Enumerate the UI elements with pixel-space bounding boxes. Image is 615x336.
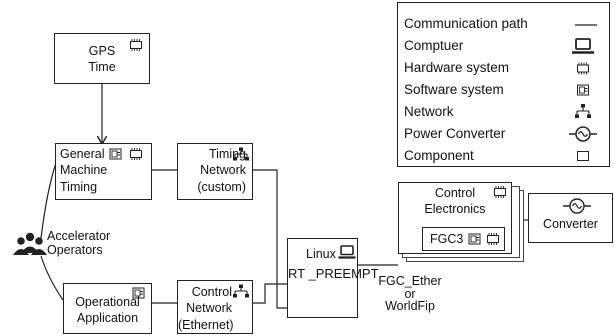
- communication-path-line: [575, 24, 597, 26]
- rt-preempt-label: RT _PREEMPT: [288, 266, 379, 281]
- software-icon: [132, 287, 145, 299]
- fgc3-label: FGC3: [430, 232, 464, 246]
- legend-row-software: Software system: [404, 80, 603, 100]
- power-converter-icon: [569, 126, 597, 142]
- legend: Communication path Comptuer Hardware sys…: [397, 2, 610, 167]
- control-electronics-node: Control Electronics FGC3: [398, 182, 512, 254]
- control-network-node: Control Network (Ethernet): [177, 280, 253, 334]
- network-icon: [575, 104, 591, 118]
- hardware-chip-icon: [130, 39, 142, 51]
- software-icon: [109, 148, 122, 160]
- general-machine-timing-node: General Machine Timing: [55, 143, 152, 200]
- converter-node: Converter: [528, 193, 613, 243]
- timing-network-to-linux-line: [253, 169, 287, 309]
- gps-time-node: GPS Time: [54, 33, 150, 84]
- timing-network-node: Timing Network (custom): [177, 143, 253, 200]
- legend-label: Network: [404, 104, 454, 119]
- control-network-label: Control Network (Ethernet): [178, 285, 234, 332]
- operators-branch-lines: [40, 162, 64, 301]
- software-icon: [577, 84, 589, 96]
- hardware-chip-icon: [487, 233, 499, 245]
- linux-computer-node: Linux RT _PREEMPT: [287, 238, 379, 318]
- computer-icon: [338, 245, 356, 259]
- legend-row-component: Component: [404, 146, 603, 166]
- control-electronics-label: Control Electronics: [424, 186, 486, 217]
- accelerator-operators-icon: [13, 232, 47, 255]
- network-icon: [233, 284, 249, 298]
- fgc3-component: FGC3: [422, 227, 505, 251]
- power-converter-icon: [563, 198, 591, 214]
- component-box-icon: [577, 151, 589, 161]
- legend-row-computer: Comptuer: [404, 36, 603, 56]
- hardware-chip-icon: [577, 62, 589, 75]
- legend-row-network: Network: [404, 102, 603, 122]
- linux-label: Linux: [306, 247, 336, 261]
- legend-label: Hardware system: [404, 60, 510, 75]
- network-icon: [233, 147, 249, 161]
- legend-row-hardware: Hardware system: [404, 58, 603, 78]
- legend-row-communication-path: Communication path: [404, 14, 603, 34]
- legend-label: Communication path: [404, 16, 528, 31]
- computer-icon: [572, 38, 594, 54]
- control-network-to-linux-line: [253, 283, 287, 304]
- fieldbus-label: FGC_Ether or WorldFip: [378, 274, 442, 313]
- operational-application-node: Operational Application: [63, 283, 152, 334]
- general-machine-timing-label: General Machine Timing: [60, 147, 108, 194]
- hardware-chip-icon: [494, 186, 506, 198]
- hardware-chip-icon: [130, 148, 142, 160]
- software-icon: [468, 233, 481, 245]
- legend-label: Comptuer: [404, 38, 464, 53]
- gps-time-label: GPS Time: [88, 44, 116, 75]
- legend-label: Component: [404, 148, 474, 163]
- legend-label: Power Converter: [404, 126, 506, 141]
- operational-application-label: Operational Application: [75, 295, 140, 326]
- accelerator-operators-label: Accelerator Operators: [47, 229, 111, 258]
- converter-label: Converter: [543, 217, 598, 231]
- legend-row-power-converter: Power Converter: [404, 124, 603, 144]
- legend-label: Software system: [404, 82, 504, 97]
